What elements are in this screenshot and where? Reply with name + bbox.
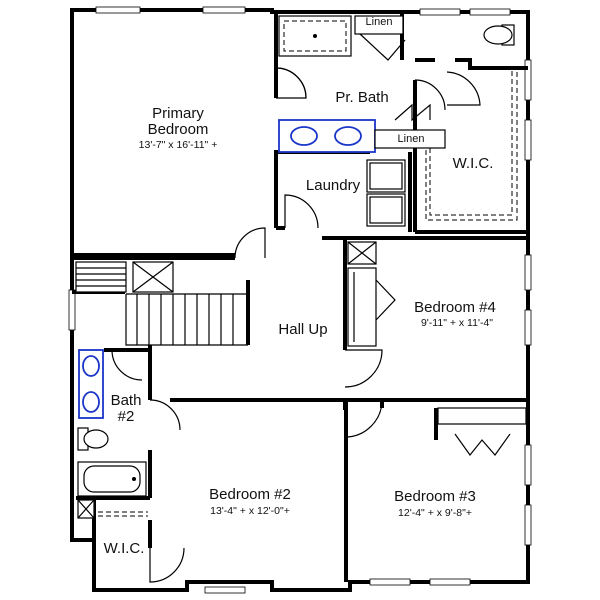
hall-up-name: Hall Up bbox=[278, 321, 328, 338]
doors bbox=[111, 67, 481, 583]
bedroom2-dims: 13'-4" + x 12'-0"+ bbox=[210, 505, 290, 517]
bedroom4-dims: 9'-11" + x 11'-4" bbox=[420, 317, 494, 329]
wic-left-name: W.I.C. bbox=[103, 540, 145, 557]
bedroom2-name: Bedroom #2 bbox=[209, 486, 291, 503]
windows bbox=[68, 6, 532, 594]
pr-bath-fixtures bbox=[278, 15, 515, 153]
laundry-name: Laundry bbox=[305, 177, 361, 194]
linen-top-name: Linen bbox=[365, 16, 393, 28]
linen-mid-name: Linen bbox=[397, 133, 425, 145]
stairs bbox=[75, 261, 248, 346]
wic-right-shelves bbox=[425, 70, 518, 221]
bedroom4-closet bbox=[347, 241, 396, 347]
bath2-fixtures bbox=[77, 349, 148, 519]
bedroom3-dims: 12'-4" + x 9'-8"+ bbox=[398, 507, 472, 519]
primary-bedroom-name: Primary Bedroom bbox=[147, 105, 209, 138]
bedroom4-name: Bedroom #4 bbox=[414, 299, 496, 316]
primary-bedroom-dims: 13'-7" x 16'-11" + bbox=[138, 139, 218, 151]
bath2-name: Bath #2 bbox=[110, 392, 142, 425]
laundry-fixtures bbox=[366, 159, 406, 227]
exterior-walls bbox=[70, 8, 530, 592]
wic-right-name: W.I.C. bbox=[452, 155, 494, 172]
bedroom3-closet bbox=[437, 407, 527, 456]
pr-bath-name: Pr. Bath bbox=[335, 89, 389, 106]
bedroom3-name: Bedroom #3 bbox=[394, 488, 476, 505]
